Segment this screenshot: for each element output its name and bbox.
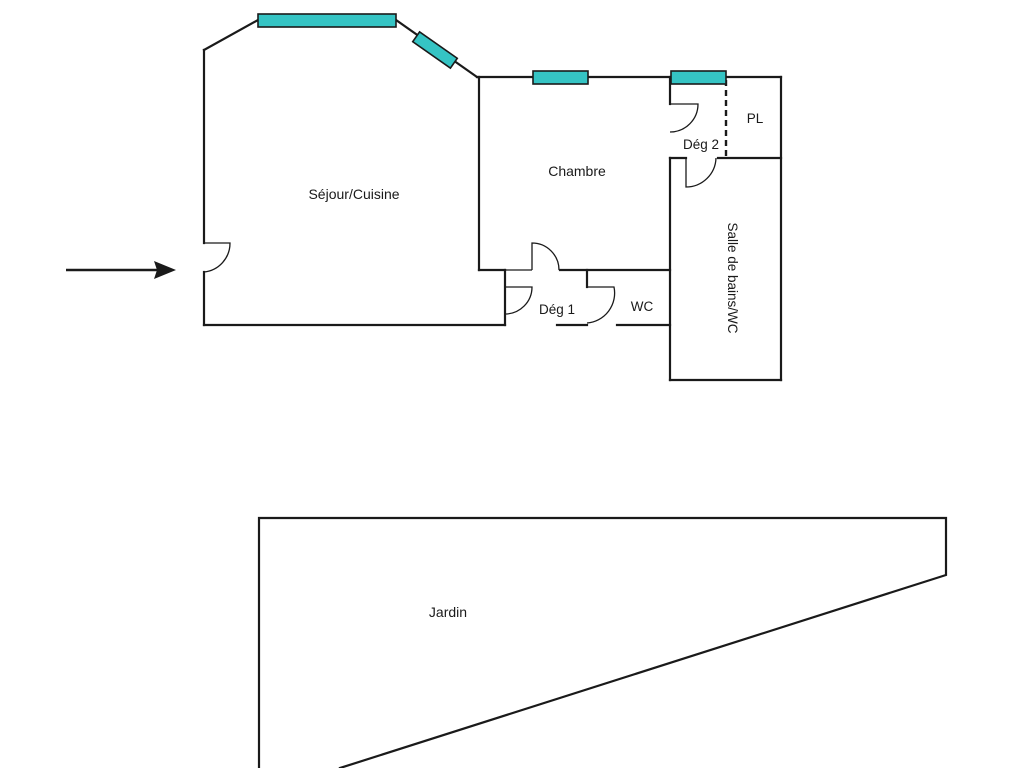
apartment-walls [202, 18, 783, 382]
label-deg2: Dég 2 [683, 137, 719, 152]
window-chambre [532, 70, 589, 85]
door-wc [586, 286, 616, 324]
label-deg1: Dég 1 [539, 302, 575, 317]
door-sdb [685, 157, 717, 188]
doors [203, 103, 717, 324]
door-deg1-sejour [504, 286, 533, 315]
label-sdb: Salle de bains/WC [725, 222, 740, 333]
label-wc: WC [631, 299, 654, 314]
label-pl: PL [747, 111, 764, 126]
door-deg2-top [669, 103, 699, 133]
label-sejour: Séjour/Cuisine [308, 186, 399, 202]
label-jardin: Jardin [429, 604, 467, 620]
window-deg2 [670, 70, 727, 85]
window-sejour-angled [411, 30, 459, 70]
entrance-arrow [66, 261, 176, 279]
door-entrance [203, 242, 231, 273]
jardin-outline [257, 516, 948, 768]
door-chambre [531, 242, 560, 271]
window-sejour-top [257, 13, 397, 28]
windows [257, 13, 727, 85]
label-chambre: Chambre [548, 163, 606, 179]
